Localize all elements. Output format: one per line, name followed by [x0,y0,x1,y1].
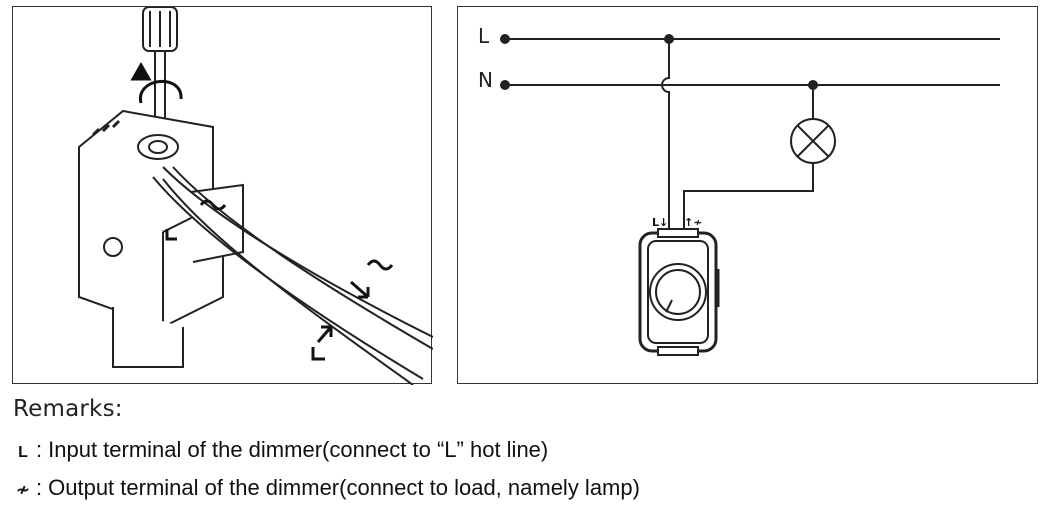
dimmer-knob-icon[interactable] [649,263,707,321]
remark-text: Output terminal of the dimmer(connect to… [48,475,640,500]
remark-separator: : [36,437,43,462]
dimmer-wiring-illustration [78,7,433,385]
rotation-arrow-icon [130,61,183,104]
live-line-label: L [478,24,490,48]
remark-separator: : [36,475,43,500]
dimmer-input-wire [661,39,670,229]
dimmer-device [638,228,720,356]
installation-illustration-panel [12,6,433,385]
neutral-line-label: N [478,68,493,92]
wiring-diagram-panel: L N L↓ ↑≁ [457,6,1038,384]
lamp-icon [790,118,836,164]
input-terminal-symbol: L [18,444,28,461]
remarks-title: Remarks: [13,396,123,422]
screwdriver-icon [142,7,178,142]
remark-output-terminal: ≁:Output terminal of the dimmer(connect … [14,475,640,501]
dimmer-output-wire [683,163,814,229]
wires [152,166,433,385]
input-terminal-marker [165,229,333,361]
dimmer-input-label: L↓ [652,216,668,229]
remark-input-terminal: L:Input terminal of the dimmer(connect t… [14,437,548,463]
wiring-schematic: L N L↓ ↑≁ [478,24,1000,356]
output-terminal-symbol: ≁ [16,482,30,499]
remark-text: Input terminal of the dimmer(connect to … [48,437,549,462]
output-terminal-marker [199,199,394,299]
dimmer-output-label: ↑≁ [684,216,702,229]
